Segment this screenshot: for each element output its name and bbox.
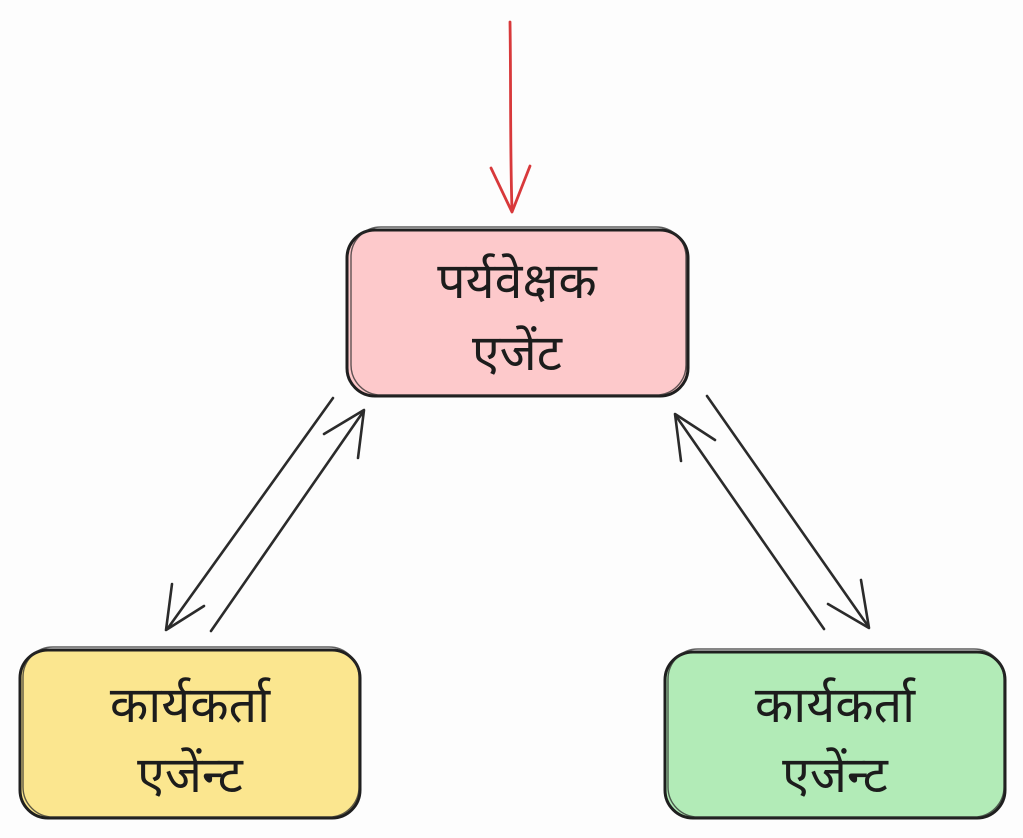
supervisor-node[interactable]: पर्यवेक्षक एजेंट	[345, 226, 690, 398]
worker-node-left[interactable]: कार्यकर्ता एजेंन्ट	[18, 646, 362, 820]
worker-right-box-sketch	[667, 648, 1005, 818]
worker-right-label-line1: कार्यकर्ता	[755, 676, 916, 734]
edge-supervisor-to-worker-left	[164, 396, 335, 632]
worker-left-label-line1: कार्यकर्ता	[110, 676, 271, 734]
supervisor-box-sketch	[350, 226, 687, 396]
worker-right-box	[663, 650, 1007, 820]
worker-right-label-line2: एजेंन्ट	[782, 746, 888, 804]
supervisor-box	[345, 228, 690, 398]
edge-worker-left-to-supervisor	[209, 408, 366, 633]
edge-supervisor-to-worker-right	[705, 394, 871, 630]
supervisor-label-line1: पर्यवेक्षक	[437, 252, 598, 310]
worker-node-right[interactable]: कार्यकर्ता एजेंन्ट	[663, 648, 1007, 820]
input-arrow	[489, 20, 532, 214]
supervisor-label-line2: एजेंट	[472, 324, 563, 382]
edge-worker-right-to-supervisor	[673, 412, 826, 631]
worker-left-box	[18, 648, 362, 820]
worker-left-label-line2: एजेंन्ट	[137, 746, 243, 804]
worker-left-box-sketch	[22, 646, 360, 818]
